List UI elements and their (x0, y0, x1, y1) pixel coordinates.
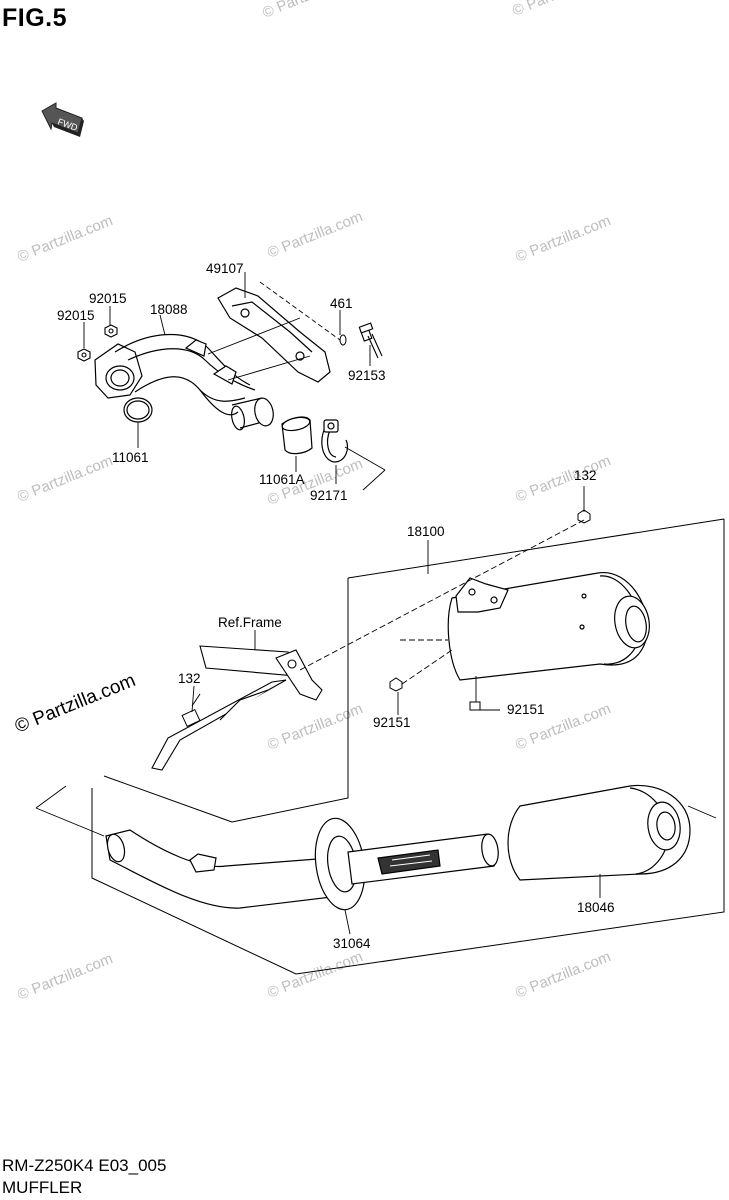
exhaust-header-pipe (94, 333, 274, 431)
end-cap-31064 (314, 817, 366, 911)
part-number-92151-right: 92151 (507, 702, 545, 717)
clamp-92171 (321, 419, 349, 463)
leader-lines-lower (35, 785, 717, 935)
part-number-18100: 18100 (407, 524, 445, 539)
part-number-92151-left: 92151 (373, 715, 411, 730)
model-code: RM-Z250K4 E03_005 (2, 1156, 167, 1175)
part-number-92015-upper: 92015 (89, 291, 127, 306)
part-number-92153: 92153 (348, 368, 386, 383)
part-number-92171: 92171 (310, 488, 348, 503)
figure-title: FIG.5 (2, 4, 68, 32)
part-number-11061: 11061 (112, 450, 149, 465)
watermark-text: © Partzilla.com (15, 212, 115, 266)
silencer-shell-18046 (507, 784, 691, 881)
heat-guard (217, 287, 331, 383)
watermark-text: © Partzilla.com (265, 948, 365, 1002)
part-number-132-lower: 132 (178, 671, 201, 686)
forward-arrow-icon: FWD (41, 102, 84, 137)
leader-lines-middle (191, 486, 585, 715)
silencer-inner-pipe (105, 829, 341, 909)
part-number-461: 461 (330, 296, 353, 311)
part-number-132-upper: 132 (574, 468, 597, 483)
bolt-92151-right (469, 701, 481, 711)
watermark-text: © Partzilla.com (265, 208, 365, 262)
leader-lines-upper (83, 272, 386, 491)
muffler-assembly-box (91, 518, 725, 975)
watermark-text: © Partzilla.com (513, 948, 613, 1002)
watermark-text: © Partzilla.com (265, 700, 365, 754)
reference-frame-label: Ref.Frame (218, 615, 282, 630)
gasket-11061 (123, 397, 153, 423)
washer-461 (339, 334, 347, 346)
silencer-assembly-18100 (447, 572, 650, 681)
watermark-text: © Partzilla.com (260, 0, 360, 22)
reference-frame (151, 645, 323, 771)
watermark-text: © Partzilla.com (15, 950, 115, 1004)
bolt-132-lower (181, 693, 201, 728)
part-number-92015-lower: 92015 (57, 308, 95, 323)
part-number-11061a: 11061A (259, 472, 305, 487)
section-name: MUFFLER (2, 1178, 83, 1197)
watermark-text: © Partzilla.com (513, 452, 613, 506)
part-callouts: 49107 92015 92015 18088 461 92153 11061 … (57, 261, 615, 951)
bolt-92151-left (389, 677, 403, 692)
part-number-18088: 18088 (150, 302, 188, 317)
bolt-92153 (358, 322, 383, 359)
watermark-text: © Partzilla.com (15, 452, 115, 506)
nut-92015-lower (77, 348, 91, 362)
part-number-49107: 49107 (206, 261, 244, 276)
watermark-text: © Partzilla.com (513, 212, 613, 266)
watermark-text: © Partzilla.com (510, 0, 610, 20)
nut-92015-upper (104, 324, 118, 338)
seal-11061a (281, 416, 313, 455)
part-number-18046: 18046 (577, 900, 615, 915)
part-number-31064: 31064 (333, 936, 371, 951)
perforated-core (347, 833, 499, 885)
